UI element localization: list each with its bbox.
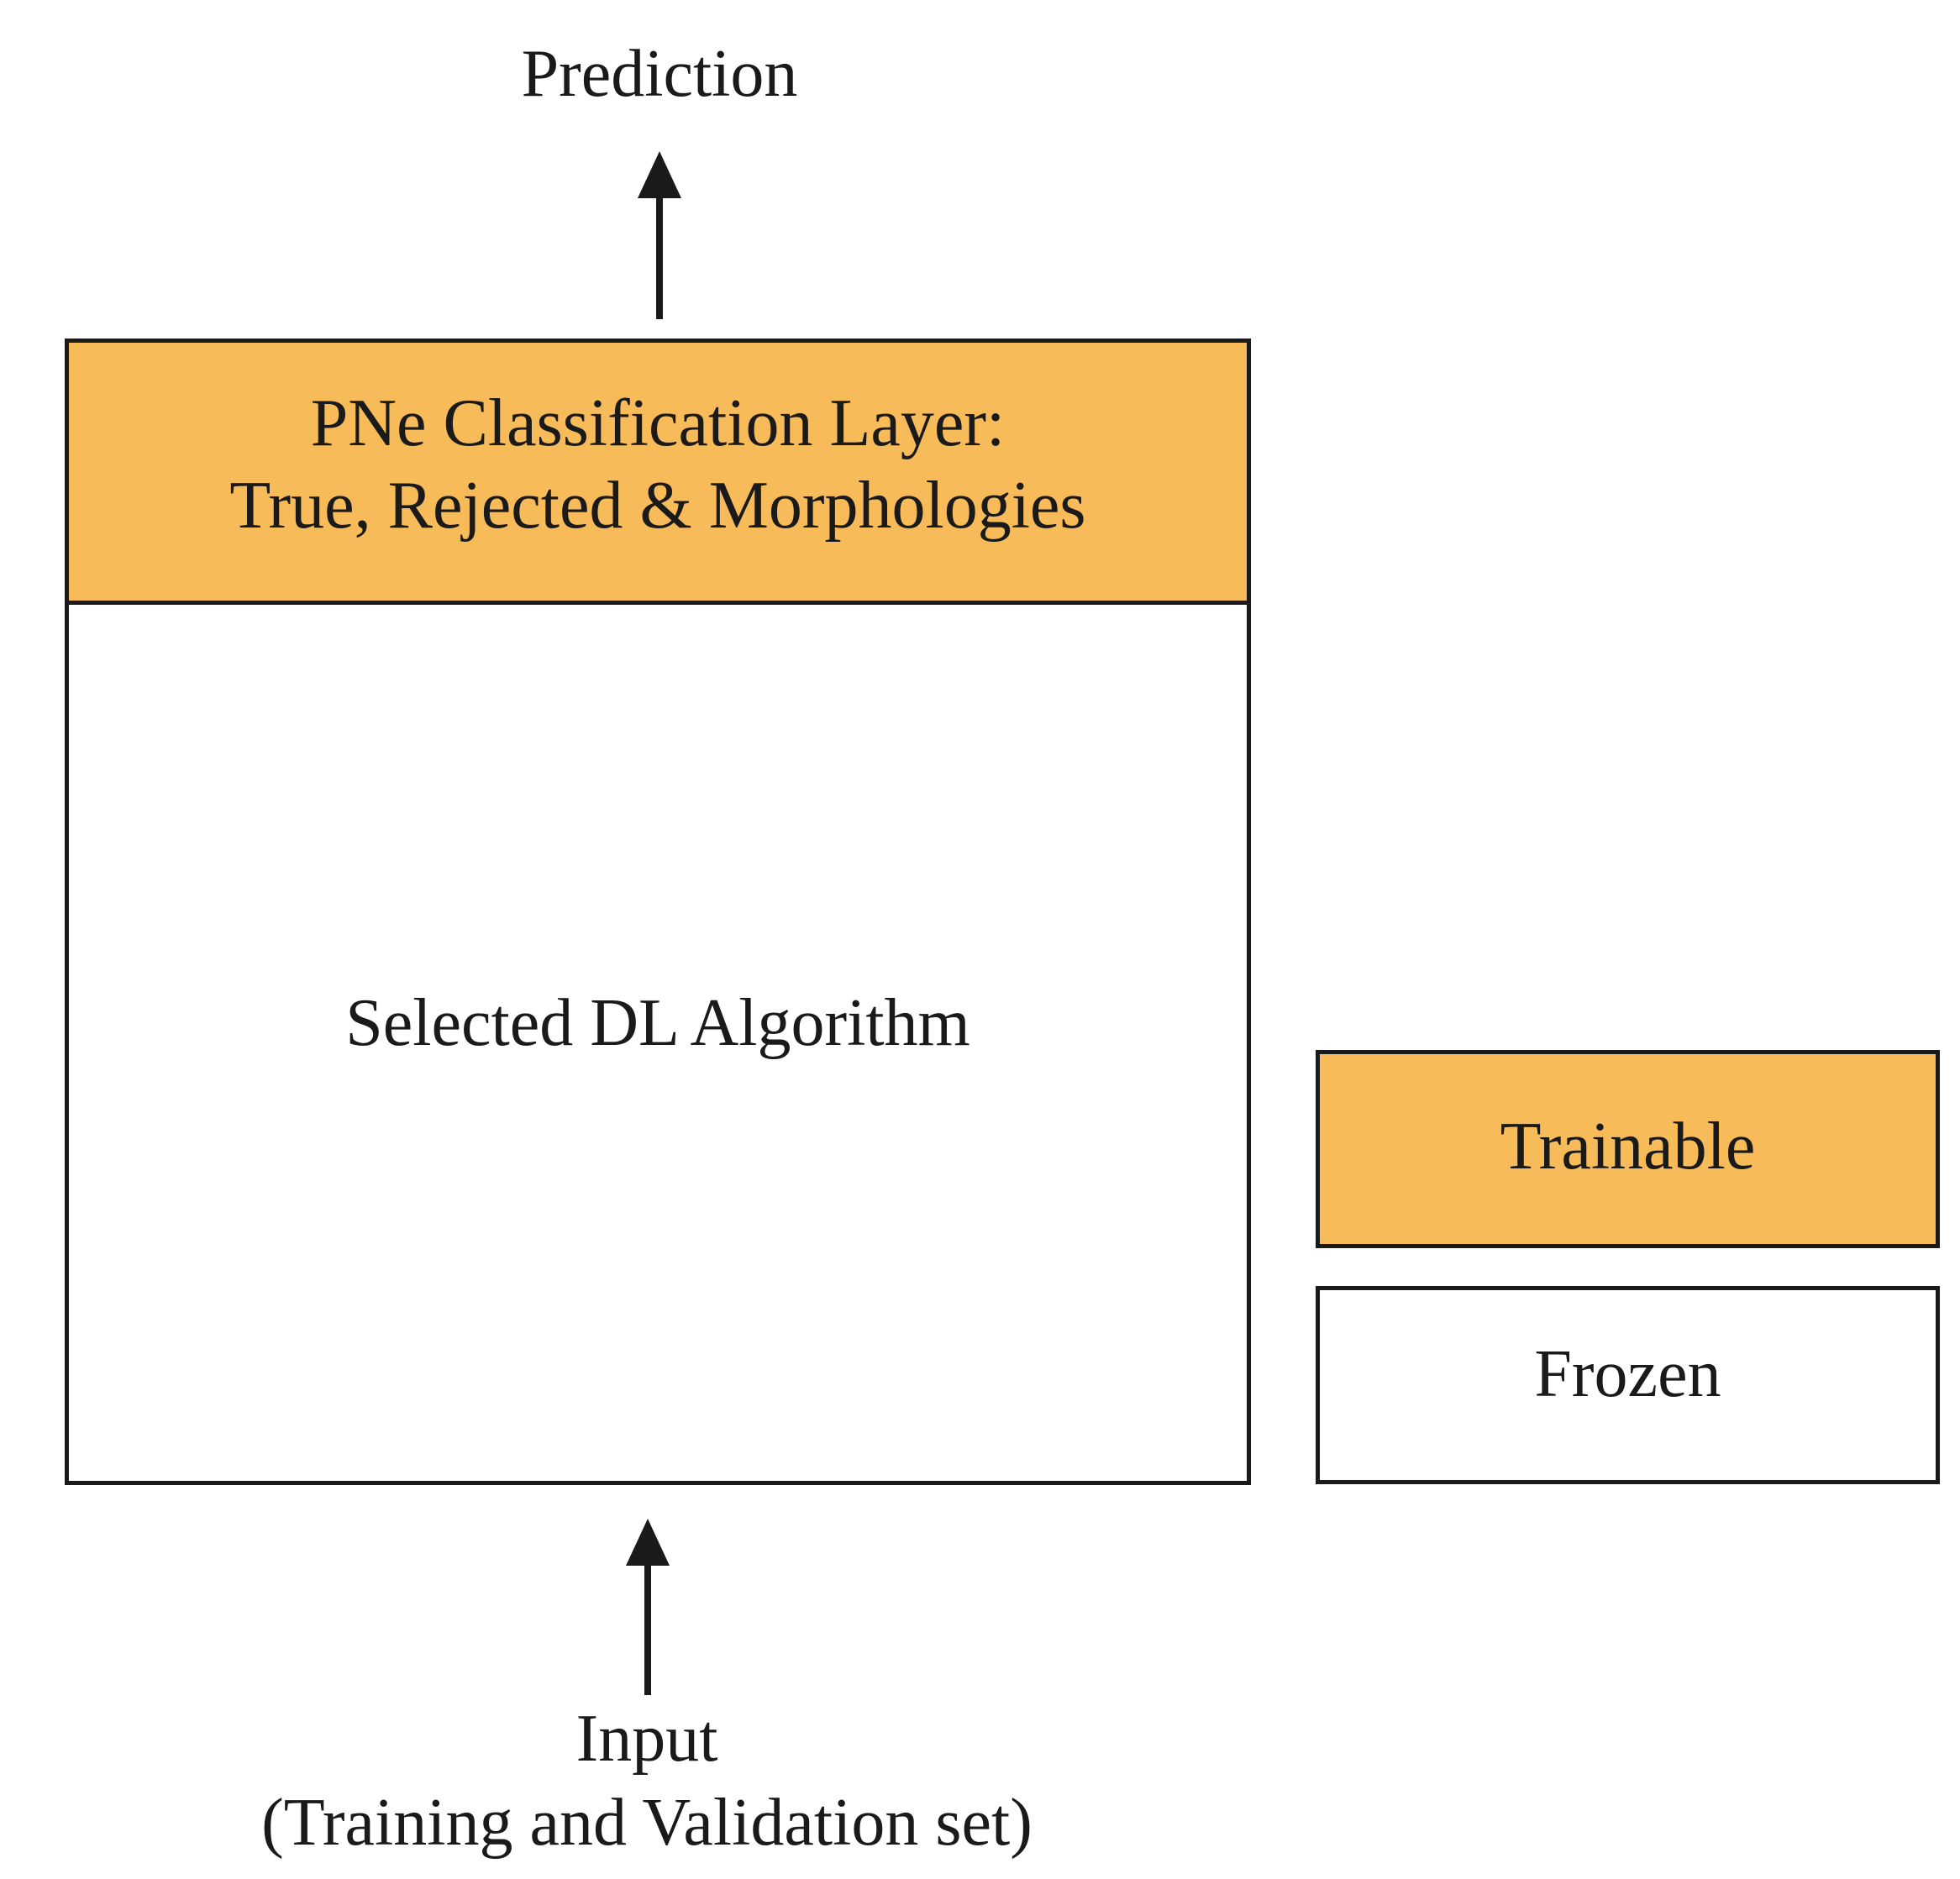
input-label: Input <box>575 1702 718 1776</box>
legend-frozen: Frozen <box>1316 1286 1940 1484</box>
dl-algorithm-label: Selected DL Algorithm <box>345 986 970 1060</box>
classification-layer-subtitle: True, Rejected & Morphologies <box>229 469 1086 543</box>
legend-trainable-label: Trainable <box>1500 1110 1756 1184</box>
classification-layer: PNe Classification Layer: True, Rejected… <box>69 343 1247 605</box>
legend-frozen-label: Frozen <box>1534 1337 1721 1411</box>
prediction-label: Prediction <box>521 37 798 111</box>
input-sublabel: (Training and Validation set) <box>261 1786 1033 1860</box>
classification-layer-title: PNe Classification Layer: <box>310 386 1006 460</box>
input-arrow <box>626 1519 670 1695</box>
model-box: PNe Classification Layer: True, Rejected… <box>65 339 1251 1485</box>
output-arrow <box>638 151 681 319</box>
legend-trainable: Trainable <box>1316 1050 1940 1248</box>
